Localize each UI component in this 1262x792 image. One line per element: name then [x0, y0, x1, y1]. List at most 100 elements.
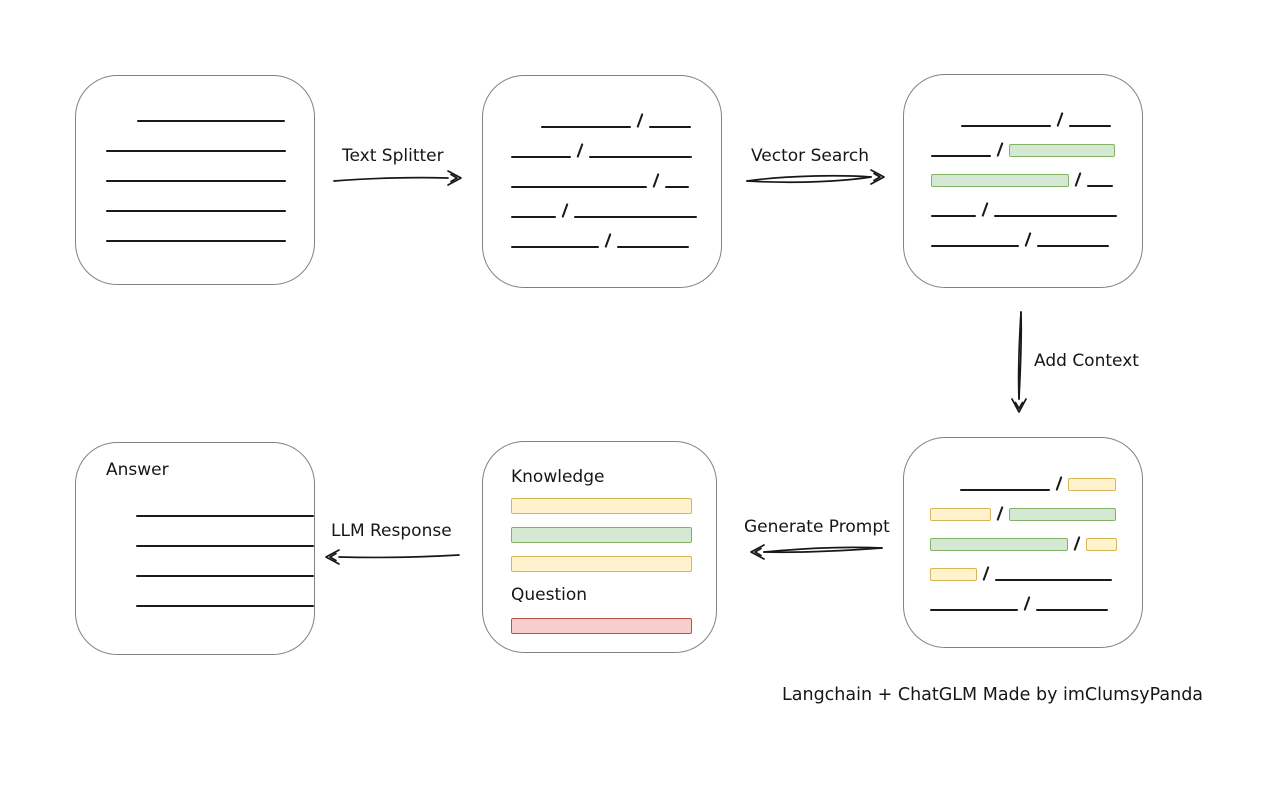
answer-box: Answer — [75, 442, 315, 655]
text-line — [136, 575, 314, 577]
text-line — [1069, 125, 1111, 127]
slash-separator — [1056, 112, 1064, 127]
text-line — [931, 245, 1019, 247]
text-row — [511, 218, 721, 248]
text-row — [106, 92, 314, 122]
text-line — [665, 186, 689, 188]
answer-label: Answer — [106, 460, 169, 480]
prompt-box: Knowledge Question — [482, 441, 717, 653]
text-row — [930, 491, 1142, 521]
text-line — [511, 186, 647, 188]
text-row — [106, 122, 314, 152]
answer-lines — [106, 480, 314, 607]
text-line — [106, 150, 286, 152]
text-row — [931, 127, 1142, 157]
text-row — [931, 187, 1142, 217]
yellow-highlight-chunk — [930, 508, 991, 521]
text-line — [511, 246, 599, 248]
text-row — [136, 577, 314, 607]
slash-separator — [636, 113, 644, 128]
text-row — [136, 487, 314, 517]
text-line — [930, 609, 1018, 611]
slash-separator — [1024, 232, 1032, 247]
text-line — [589, 156, 692, 158]
retrieved-lines — [904, 75, 1142, 247]
slash-separator — [652, 173, 660, 188]
text-line — [1037, 245, 1109, 247]
text-line — [541, 126, 631, 128]
text-line — [511, 216, 556, 218]
text-line — [137, 120, 285, 122]
slash-separator — [1073, 536, 1081, 551]
text-line — [931, 155, 991, 157]
text-splitter-arrow — [333, 170, 462, 186]
green-highlight-chunk — [1009, 144, 1115, 157]
text-line — [574, 216, 697, 218]
slash-separator — [561, 203, 569, 218]
text-row — [930, 461, 1142, 491]
slash-separator — [604, 233, 612, 248]
vector-search-arrow — [746, 169, 885, 185]
slash-separator — [982, 566, 990, 581]
text-line — [649, 126, 691, 128]
text-line — [994, 215, 1117, 217]
text-line — [511, 156, 571, 158]
slash-separator — [1074, 172, 1082, 187]
text-line — [136, 515, 314, 517]
green-highlight-chunk — [931, 174, 1069, 187]
llm-response-label: LLM Response — [331, 521, 452, 541]
add-context-arrow — [1011, 311, 1027, 413]
green-highlight-chunk — [930, 538, 1068, 551]
text-row — [511, 158, 721, 188]
text-row — [511, 98, 721, 128]
text-row — [106, 152, 314, 182]
generate-prompt-arrow — [750, 544, 883, 560]
text-row — [931, 217, 1142, 247]
text-line — [136, 605, 314, 607]
slash-separator — [1055, 476, 1063, 491]
text-line — [931, 215, 976, 217]
text-line — [1087, 185, 1113, 187]
question-bars — [511, 618, 716, 634]
text-line — [961, 125, 1051, 127]
context-box — [903, 437, 1143, 648]
text-splitter-label: Text Splitter — [342, 146, 444, 166]
yellow-highlight-chunk — [1068, 478, 1116, 491]
vector-search-results-box — [903, 74, 1143, 288]
text-line — [960, 489, 1050, 491]
yellow-bar — [511, 498, 692, 514]
text-line — [1036, 609, 1108, 611]
text-row — [931, 97, 1142, 127]
text-row — [930, 521, 1142, 551]
chunk-lines — [483, 76, 721, 248]
llm-response-arrow — [325, 549, 460, 565]
slash-separator — [1023, 596, 1031, 611]
text-line — [995, 579, 1112, 581]
slash-separator — [576, 143, 584, 158]
yellow-highlight-chunk — [1086, 538, 1117, 551]
question-label: Question — [511, 585, 588, 605]
text-row — [106, 212, 314, 242]
text-line — [617, 246, 689, 248]
text-row — [136, 517, 314, 547]
text-line — [136, 545, 314, 547]
split-chunks-box — [482, 75, 722, 288]
red-bar — [511, 618, 692, 634]
slash-separator — [996, 506, 1004, 521]
knowledge-bars — [511, 498, 716, 572]
slash-separator — [981, 202, 989, 217]
vector-search-label: Vector Search — [751, 146, 869, 166]
text-row — [136, 547, 314, 577]
text-row — [511, 188, 721, 218]
text-row — [106, 182, 314, 212]
text-row — [511, 128, 721, 158]
context-lines — [904, 438, 1142, 611]
document-lines — [76, 76, 314, 242]
text-row — [930, 551, 1142, 581]
text-row — [930, 581, 1142, 611]
text-row — [931, 157, 1142, 187]
text-line — [106, 210, 286, 212]
text-line — [106, 180, 286, 182]
slash-separator — [996, 142, 1004, 157]
